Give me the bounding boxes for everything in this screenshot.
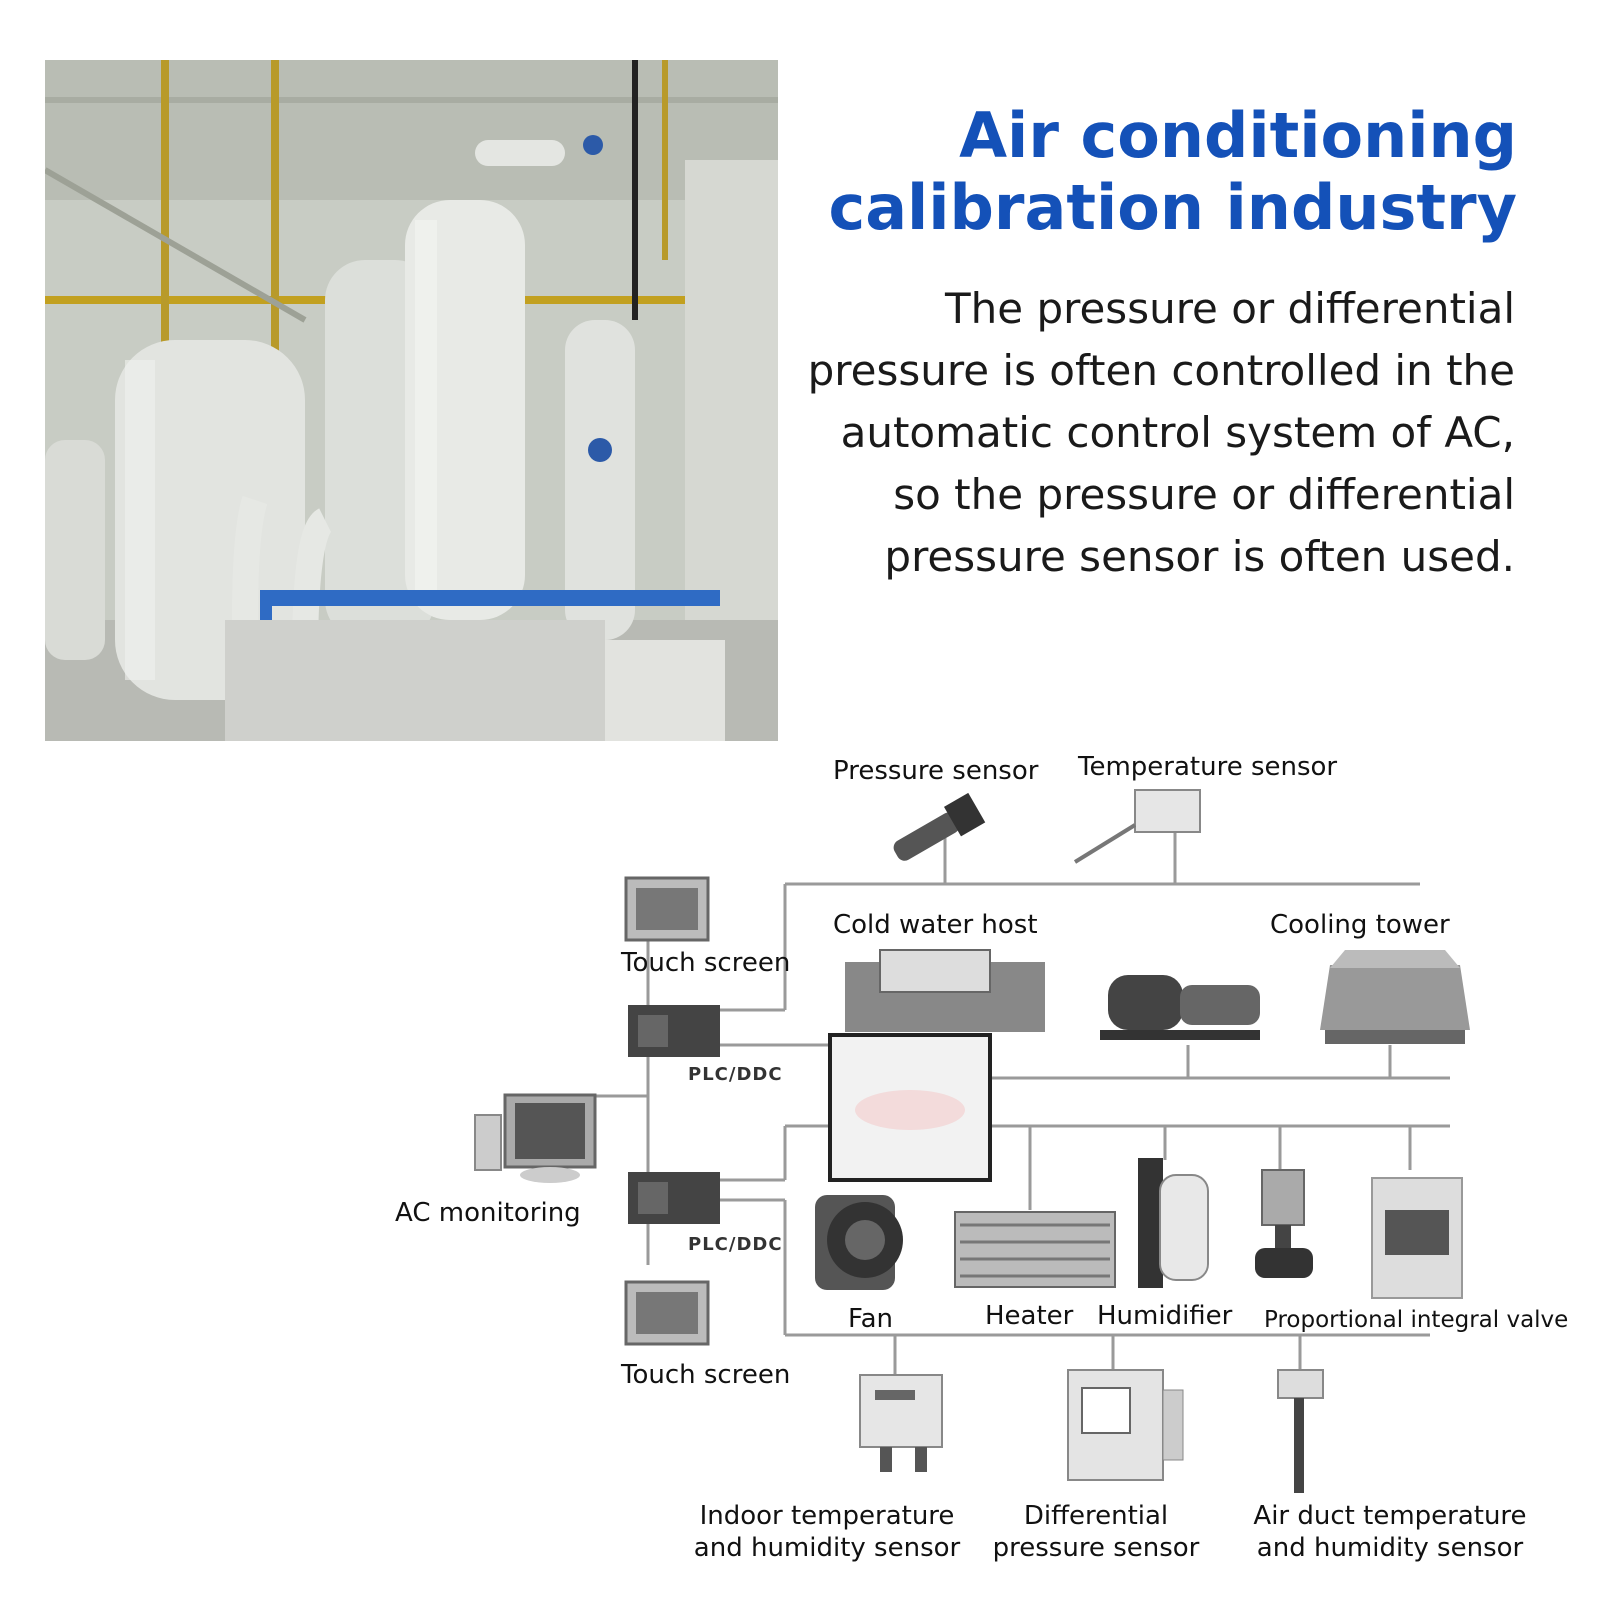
pump-icon (1100, 975, 1260, 1040)
industrial-air-tanks-photo (45, 60, 778, 741)
label-duct-line-1: Air duct temperature (1253, 1501, 1527, 1531)
label-pressure-sensor: Pressure sensor (833, 756, 1039, 786)
touch-screen-bottom-icon (624, 1280, 710, 1346)
headline-line-1: Air conditioning (959, 99, 1517, 172)
label-plc-bottom: PLC/DDC (688, 1234, 783, 1255)
cooling-tower-icon (1320, 950, 1470, 1044)
air-duct-sensor-icon (1277, 1369, 1324, 1493)
label-duct-line-2: and humidity sensor (1256, 1533, 1524, 1563)
label-indoor-line-1: Indoor temperature (699, 1501, 955, 1531)
label-air-duct-sensor: Air duct temperature and humidity sensor (1237, 1500, 1543, 1564)
label-heater: Heater (985, 1301, 1074, 1331)
label-cold-water-host: Cold water host (833, 910, 1038, 940)
fan-icon (815, 1195, 903, 1290)
connection-lines (590, 832, 1450, 1375)
headline: Air conditioning calibration industry (757, 100, 1517, 244)
label-diff-line-1: Differential (1023, 1501, 1169, 1531)
label-cooling-tower: Cooling tower (1270, 910, 1450, 940)
label-touch-screen-bottom: Touch screen (621, 1360, 791, 1390)
headline-line-2: calibration industry (828, 171, 1517, 244)
differential-pressure-sensor-icon (1067, 1369, 1184, 1481)
label-diff-line-2: pressure sensor (992, 1533, 1200, 1563)
cold-water-host-icon (828, 949, 1045, 1182)
temperature-sensor-icon (1073, 789, 1201, 864)
plc-bottom-icon (628, 1172, 720, 1224)
heater-icon (954, 1211, 1116, 1288)
proportional-valve-icon (1255, 1169, 1313, 1278)
plc-top-icon (628, 1005, 720, 1057)
label-fan: Fan (848, 1304, 893, 1334)
label-indoor-line-2: and humidity sensor (693, 1533, 961, 1563)
pressure-sensor-icon (893, 792, 986, 861)
label-indoor-sensor: Indoor temperature and humidity sensor (686, 1500, 968, 1564)
label-plc-top: PLC/DDC (688, 1064, 783, 1085)
humidifier-icon (1138, 1158, 1209, 1288)
description-text: The pressure or differential pressure is… (807, 284, 1515, 581)
indoor-sensor-icon (859, 1374, 943, 1472)
control-box-icon (1371, 1177, 1463, 1299)
computer-monitor-icon (474, 1093, 597, 1183)
label-ac-monitoring: AC monitoring (395, 1198, 581, 1228)
label-humidifier: Humidifier (1097, 1301, 1233, 1331)
label-differential-pressure-sensor: Differential pressure sensor (985, 1500, 1207, 1564)
label-temperature-sensor: Temperature sensor (1078, 752, 1338, 782)
label-proportional-integral-valve: Proportional integral valve (1264, 1307, 1569, 1333)
label-touch-screen-top: Touch screen (621, 948, 791, 978)
touch-screen-top-icon (624, 876, 710, 942)
